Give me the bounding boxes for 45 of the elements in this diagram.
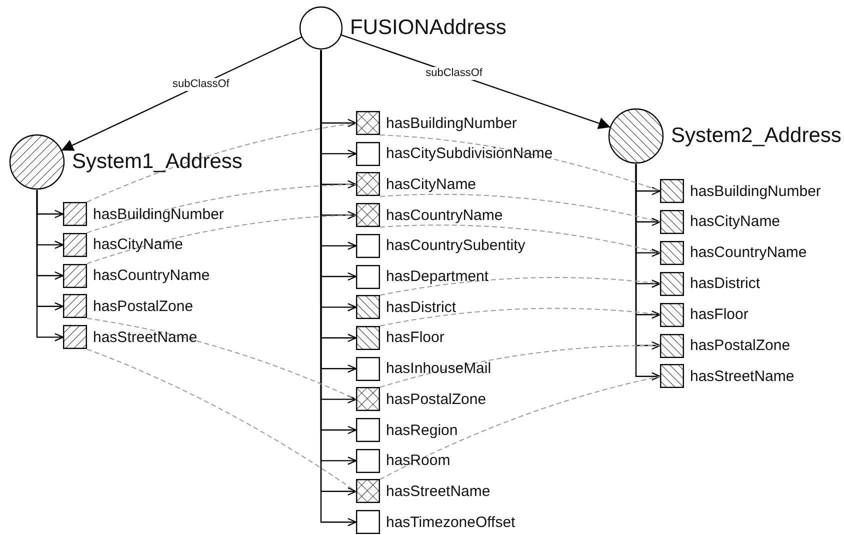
property-label: hasPostalZone [386,390,486,408]
mapping-line [380,134,660,192]
property-label: hasStreetName [93,328,198,346]
property-label: hasInhouseMail [386,360,492,378]
property-label: hasStreetName [690,368,794,385]
property-label: hasFloor [386,329,444,346]
property-label: hasCountryName [690,244,807,262]
tree-arrow [36,190,64,342]
mapping-line [86,348,356,492]
property-label: hasPostalZone [690,337,790,354]
property-label: hasBuildingNumber [386,114,517,132]
mapping-line [380,277,660,296]
mapping-line [86,184,356,234]
edge-label: subClassOf [170,78,232,92]
property-label: hasTimezoneOffset [386,514,516,531]
property-label: hasBuildingNumber [93,206,224,222]
property-label: hasCountryName [386,206,503,224]
property-label: hasDistrict [386,298,456,316]
mapping-line [86,122,356,202]
mapping-line [86,214,356,264]
property-label: hasRegion [386,422,458,438]
mapping-line [86,318,356,400]
property-label: hasCountrySubentity [386,237,526,254]
mapping-line [380,224,660,254]
property-label: hasCountryName [93,267,210,284]
property-label: hasCityName [93,236,184,254]
mapping-line [380,308,660,326]
property-label: hasPostalZone [93,298,194,315]
class-label: System1_Address [72,150,242,174]
subclass-arrow [61,36,302,152]
property-label: hasRoom [386,452,450,470]
property-label: hasDistrict [690,275,760,292]
property-label: hasDepartment [386,268,489,285]
mapping-line [380,345,660,388]
mapping-line [380,376,660,480]
property-label: hasCitySubdivisionName [386,145,553,162]
property-label: hasStreetName [386,482,490,500]
edge-label: subClassOf [424,67,484,80]
class-label: System2_Address [671,124,842,148]
class-label: FUSIONAddress [350,16,506,40]
mapping-line [380,194,660,222]
property-label: hasCityName [386,176,476,193]
property-label: hasCityName [690,213,780,230]
property-label: hasBuildingNumber [690,182,821,200]
property-label: hasFloor [690,306,748,324]
